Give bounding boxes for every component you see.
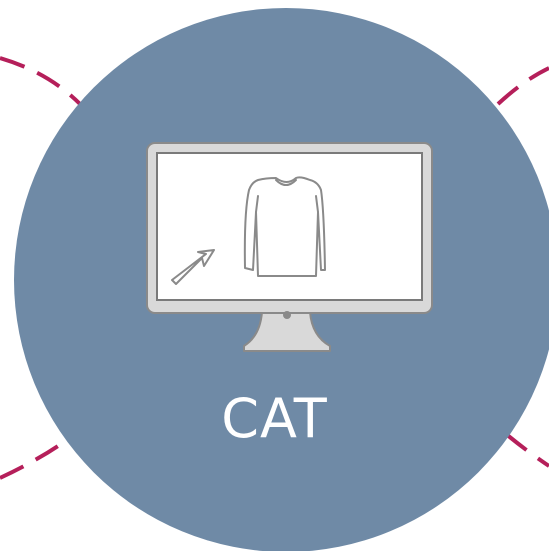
- monitor-icon: [146, 142, 433, 352]
- node-label: CAT: [221, 387, 328, 450]
- connector-arc-top-left: [0, 56, 82, 106]
- connector-arc-bottom-right: [504, 432, 549, 468]
- connector-arc-bottom-left: [0, 444, 60, 480]
- connector-arcs: [0, 56, 549, 480]
- cursor-arrow-icon: [171, 249, 215, 285]
- monitor-stand-icon: [243, 311, 331, 352]
- connector-arc-top-right: [496, 66, 549, 106]
- monitor-power-dot-icon: [283, 311, 291, 319]
- sweater-icon: [243, 176, 326, 277]
